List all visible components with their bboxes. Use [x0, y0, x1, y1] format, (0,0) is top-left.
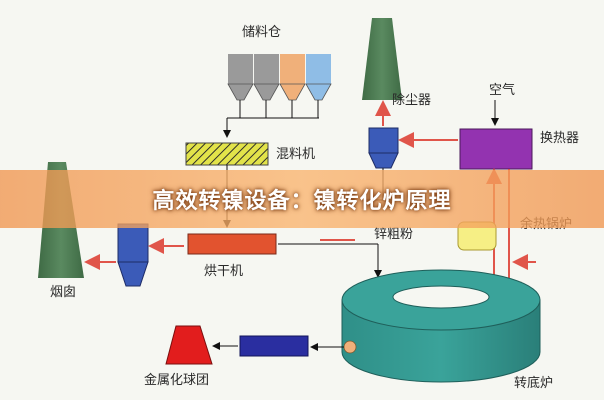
- storage-bin-4: [306, 54, 331, 84]
- chimney-label: 烟囱: [50, 285, 76, 300]
- air-label: 空气: [489, 82, 515, 98]
- metallized-pellets-label: 金属化球团: [144, 372, 209, 388]
- storage-bin-1: [228, 54, 253, 84]
- title-banner: 高效转镍设备：镍转化炉原理: [0, 170, 604, 228]
- heat-exchanger-label: 换热器: [540, 131, 579, 146]
- dust-collector-label: 除尘器: [392, 93, 431, 108]
- rotary-furnace: [341, 269, 541, 383]
- banner-title: 高效转镍设备：镍转化炉原理: [152, 189, 452, 214]
- heat-exchanger: [459, 128, 533, 170]
- mixer-label: 混料机: [276, 147, 315, 162]
- rotary-furnace-label: 转底炉: [514, 375, 553, 391]
- dust-collector-stack: [362, 18, 402, 100]
- zinc-powder-label: 锌粗粉: [374, 227, 413, 242]
- storage-bin: [223, 54, 332, 138]
- dryer-label: 烘干机: [204, 264, 243, 279]
- cooling-conveyor: [239, 335, 309, 357]
- metallized-pellets: [165, 325, 213, 365]
- storage-bin-label: 储料仓: [242, 25, 281, 40]
- dust-collector: [368, 127, 399, 154]
- mixer: [185, 142, 269, 166]
- storage-bin-2: [254, 54, 279, 84]
- cyclone: [117, 223, 149, 263]
- dryer: [187, 233, 277, 255]
- storage-bin-3: [280, 54, 305, 84]
